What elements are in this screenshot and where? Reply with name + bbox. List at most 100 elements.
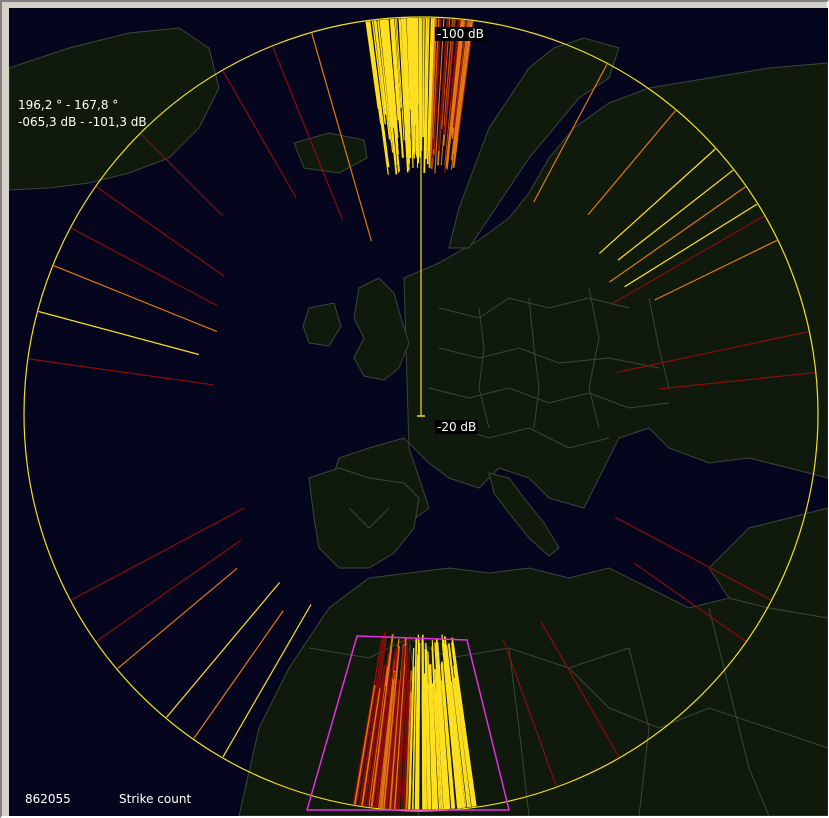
strike-ray — [222, 604, 312, 758]
strike-ray — [447, 686, 461, 809]
radar-map-view[interactable]: 196,2 ° - 167,8 ° -065,3 dB - -101,3 dB … — [9, 8, 828, 816]
strike-ray — [391, 18, 401, 125]
strike-ray — [587, 110, 676, 216]
strike-ray — [443, 636, 465, 808]
strike-ray — [428, 668, 435, 810]
strike-count-label: Strike count — [119, 792, 192, 806]
strike-ray — [423, 683, 427, 811]
strike-ray — [453, 677, 472, 807]
land-italy — [488, 472, 560, 557]
radar-plot[interactable] — [9, 8, 828, 816]
strike-ray — [117, 567, 238, 669]
strike-ray — [398, 666, 408, 810]
strike-ray — [428, 18, 435, 144]
strike-ray — [598, 148, 716, 254]
strike-ray — [540, 621, 620, 758]
strike-ray — [401, 18, 410, 171]
strike-ray — [369, 686, 387, 807]
strike-ray — [616, 331, 809, 373]
strike-ray — [193, 610, 284, 739]
land-great-britain — [353, 277, 410, 381]
strike-ray — [412, 18, 417, 126]
strike-ray — [451, 642, 476, 807]
strike-ray — [387, 679, 400, 809]
strike-ray — [377, 20, 394, 153]
strike-ray — [371, 20, 387, 125]
strike-ray — [393, 637, 407, 810]
center-db-label: -20 dB — [435, 420, 479, 434]
strike-ray — [395, 659, 407, 810]
strike-ray — [365, 21, 380, 109]
outer-db-label: -100 dB — [435, 27, 486, 41]
strike-ray — [387, 19, 398, 125]
land-scandinavia — [448, 37, 620, 249]
strike-ray — [413, 18, 418, 148]
strike-ray — [352, 637, 383, 805]
strike-ray — [443, 644, 463, 808]
strike-ray — [431, 640, 442, 810]
strike-ray — [443, 664, 460, 809]
strike-ray — [377, 660, 396, 808]
strike-ray — [633, 562, 746, 642]
db-range-readout: -065,3 dB - -101,3 dB — [18, 115, 147, 129]
sector-selection-box[interactable] — [306, 635, 510, 811]
strike-ray — [426, 18, 430, 111]
strike-ray — [272, 46, 343, 220]
strike-ray — [390, 649, 405, 809]
strike-ray — [502, 639, 557, 787]
strike-ray — [447, 643, 470, 808]
strike-ray — [364, 690, 383, 807]
strike-ray — [166, 582, 281, 718]
strike-ray — [363, 664, 386, 807]
strike-ray — [401, 635, 411, 810]
strike-ray — [428, 664, 436, 810]
strike-ray — [417, 643, 421, 811]
strike-ray — [368, 665, 389, 807]
strike-ray — [408, 18, 413, 116]
angle-range-readout: 196,2 ° - 167,8 ° — [18, 98, 119, 112]
strike-ray — [379, 679, 395, 808]
strike-ray — [611, 215, 765, 305]
strike-ray — [624, 203, 758, 288]
strike-ray — [355, 631, 386, 805]
strike-ray — [359, 676, 382, 806]
strike-ray — [377, 648, 396, 808]
strike-ray — [96, 186, 225, 277]
range-circle — [23, 16, 819, 812]
strike-ray — [422, 634, 425, 811]
strike-ray — [385, 19, 399, 155]
strike-ray — [438, 687, 448, 810]
strike-ray — [421, 691, 424, 811]
strike-ray — [140, 133, 224, 217]
strike-ray — [53, 265, 218, 333]
strike-ray — [423, 17, 428, 173]
strike-ray — [654, 239, 778, 301]
strike-ray — [374, 20, 387, 109]
strike-ray — [431, 683, 439, 810]
strike-ray — [372, 667, 391, 808]
strike-ray — [426, 18, 433, 165]
strike-ray — [434, 18, 445, 174]
strike-ray — [408, 666, 415, 810]
strike-ray — [441, 680, 453, 809]
strike-ray — [71, 227, 219, 307]
strike-ray — [382, 19, 393, 112]
strike-ray — [396, 18, 405, 141]
strike-ray — [222, 70, 297, 198]
strike-ray — [375, 20, 391, 140]
strike-ray — [411, 638, 418, 810]
strike-ray — [614, 516, 771, 601]
land-greenland — [9, 27, 220, 191]
land-iberia — [308, 467, 420, 569]
strike-ray — [453, 665, 474, 807]
land-middle-east — [708, 507, 828, 619]
strike-ray — [431, 646, 441, 810]
strike-ray — [435, 692, 443, 810]
strike-ray — [405, 691, 412, 810]
strike-ray — [450, 20, 471, 170]
strike-ray — [374, 686, 390, 808]
strike-ray — [426, 683, 432, 810]
strike-ray — [424, 648, 429, 810]
strike-ray — [450, 681, 467, 808]
